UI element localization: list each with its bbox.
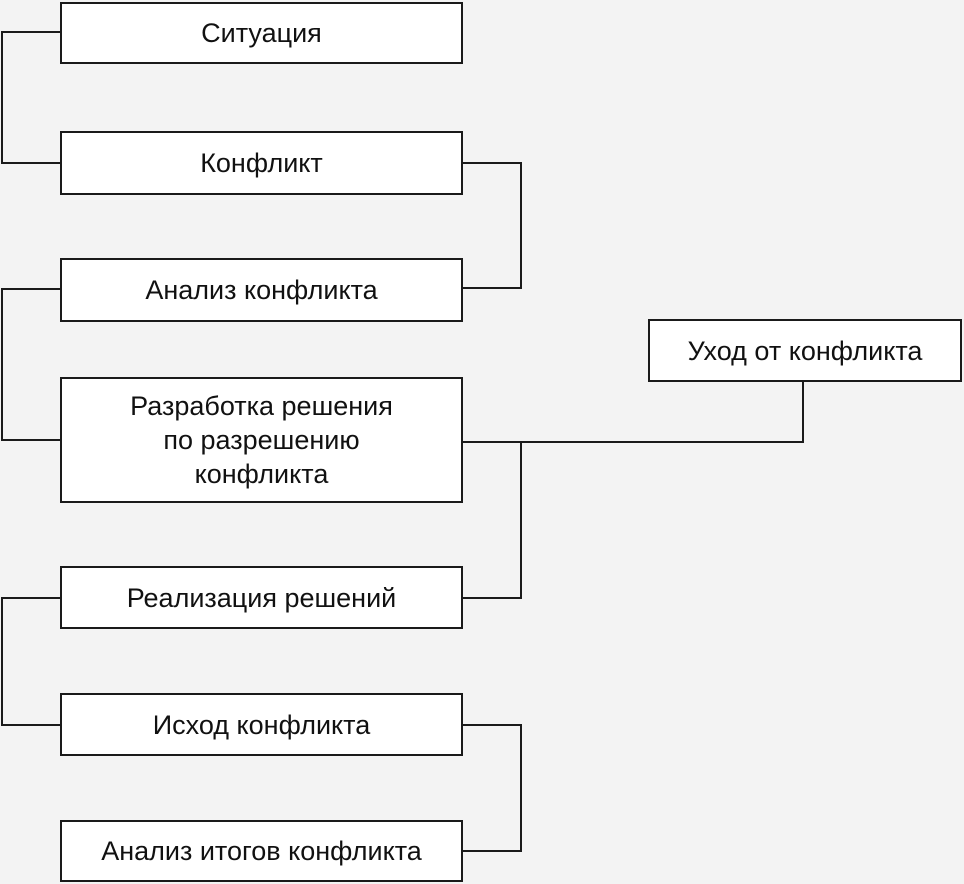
connector-implementation-outcome bbox=[1, 597, 60, 726]
node-conflict-avoidance: Уход от конфликта bbox=[648, 319, 962, 382]
connector-outcome-results bbox=[462, 724, 522, 852]
connector-development-avoidance bbox=[462, 381, 804, 443]
connector-situation-conflict bbox=[1, 31, 60, 164]
node-conflict-analysis: Анализ конфликта bbox=[60, 258, 463, 322]
node-conflict: Конфликт bbox=[60, 131, 463, 195]
connector-development-implementation bbox=[462, 442, 522, 599]
node-results-analysis: Анализ итогов конфликта bbox=[60, 820, 463, 882]
node-solution-implementation: Реализация решений bbox=[60, 566, 463, 629]
connector-analysis-development bbox=[1, 288, 60, 441]
node-situation: Ситуация bbox=[60, 2, 463, 64]
connector-conflict-analysis bbox=[462, 162, 522, 289]
node-conflict-outcome: Исход конфликта bbox=[60, 693, 463, 756]
node-solution-development: Разработка решения по разрешению конфлик… bbox=[60, 377, 463, 503]
